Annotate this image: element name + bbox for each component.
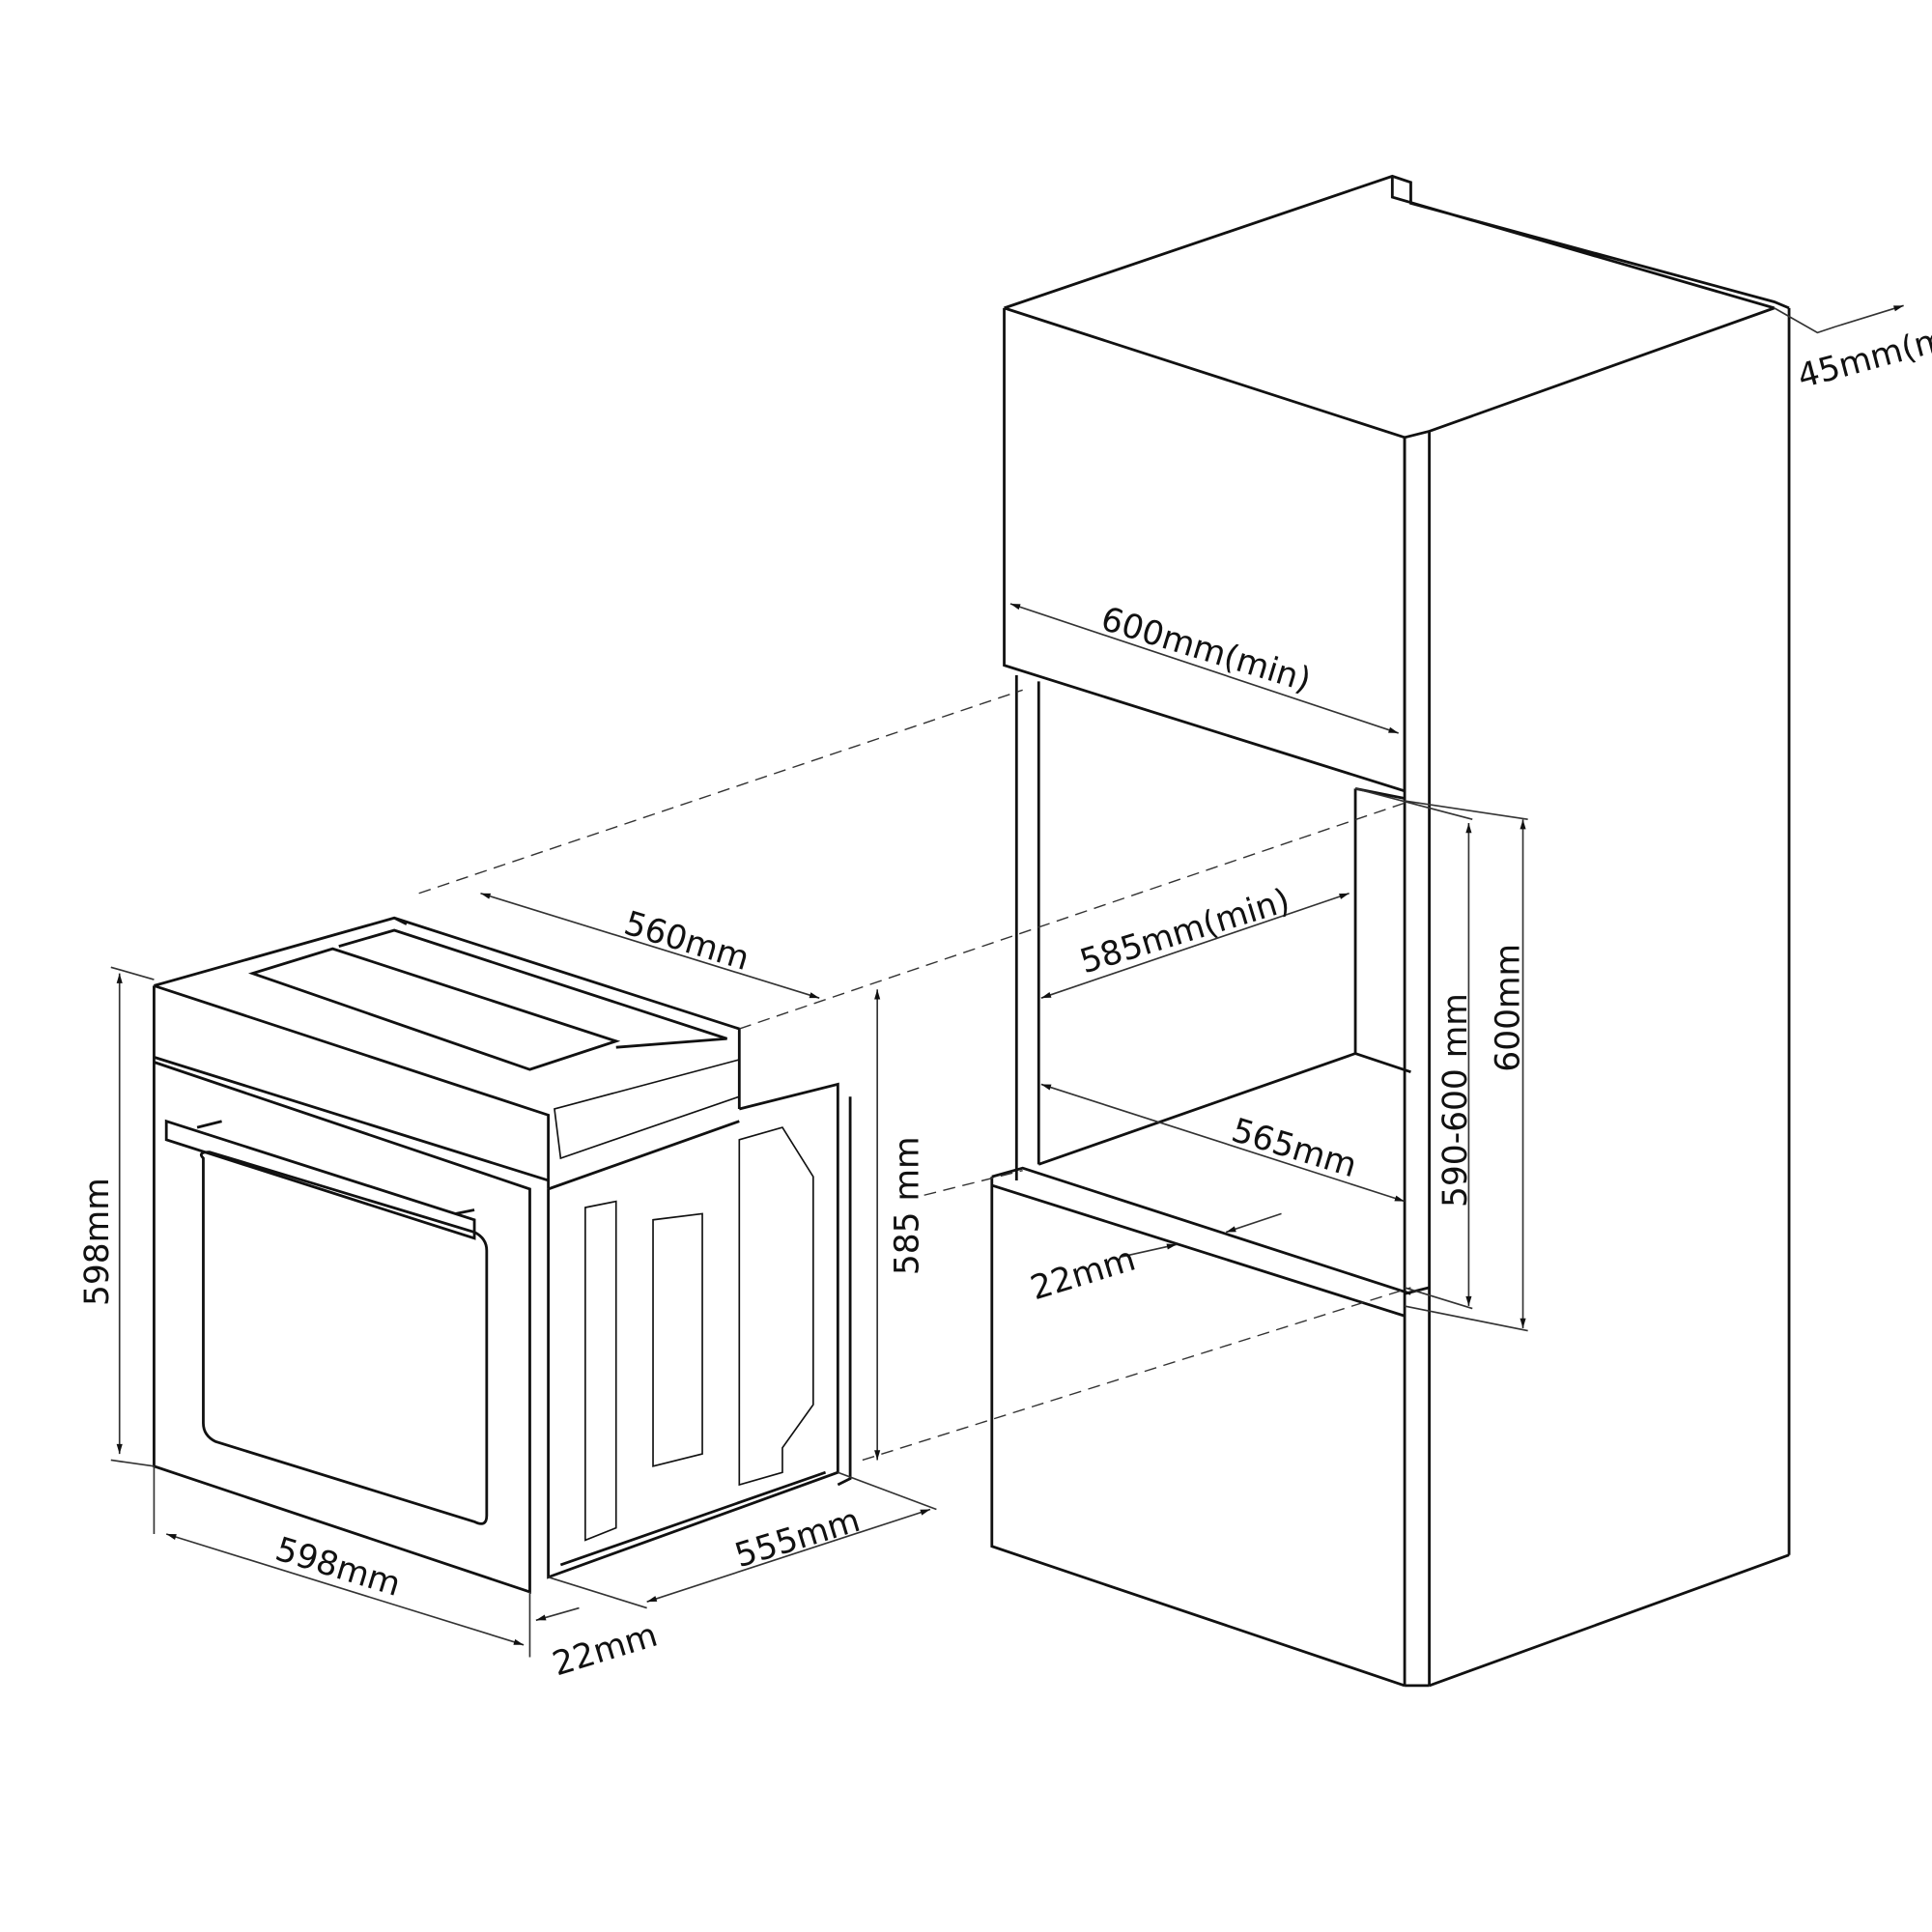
label-niche-depth: 585mm(min)	[1075, 881, 1293, 981]
label-oven-width: 598mm	[271, 1530, 406, 1605]
oven-side-details	[554, 1058, 814, 1542]
label-cabinet-width: 600mm(min)	[1096, 600, 1315, 700]
projection-lines	[418, 689, 1411, 1462]
label-oven-height: 598mm	[78, 1178, 117, 1306]
oven-window	[199, 1151, 489, 1525]
label-front-overhang: 22mm	[1026, 1240, 1140, 1309]
oven	[153, 916, 852, 1594]
oven-side	[547, 1082, 852, 1579]
label-oven-depth-top: 560mm	[620, 904, 754, 979]
cabinet-side-panel	[1403, 307, 1791, 1688]
label-niche-inner-width: 565mm	[1227, 1111, 1361, 1185]
oven-front	[153, 984, 551, 1594]
cabinet-lower	[990, 1166, 1430, 1688]
cabinet-upper-front	[1003, 307, 1406, 793]
label-oven-door-thickness: 22mm	[548, 1616, 662, 1685]
label-oven-side-height: 585 mm	[888, 1136, 926, 1275]
label-oven-body-depth: 555mm	[730, 1501, 865, 1576]
label-niche-height-range: 590-600 mm	[1436, 993, 1475, 1208]
label-niche-height: 600mm	[1490, 944, 1528, 1072]
niche	[1014, 674, 1411, 1180]
dimension-lines	[110, 304, 1904, 1658]
cabinet	[990, 174, 1791, 1688]
oven-handle	[164, 1119, 476, 1240]
cabinet-top-surface	[1004, 174, 1790, 440]
